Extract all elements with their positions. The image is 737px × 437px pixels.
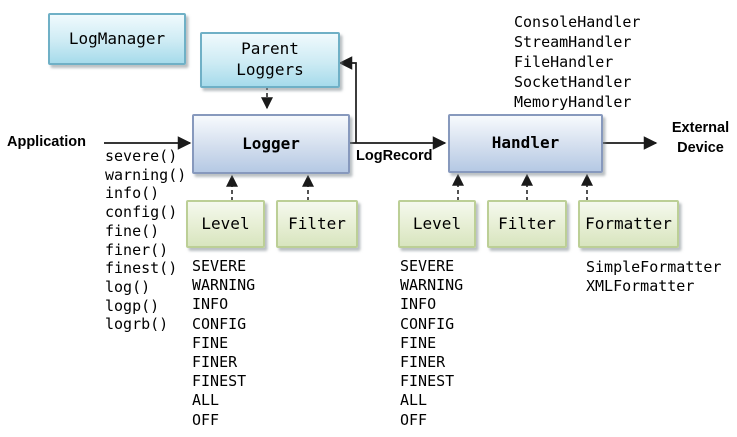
list-item: FINEST [400,372,455,391]
list-item: WARNING [192,276,256,295]
list-item: FINE [192,333,229,352]
list-item: SEVERE [192,257,247,275]
handler-box: Handler [448,114,603,173]
logrecord-label: LogRecord [356,148,433,164]
list-item: INFO [400,295,437,314]
list-item: FINEST [192,372,247,391]
list-item: FileHandler [514,53,614,71]
list-item: SEVERE [400,257,455,275]
handler-level-box: Level [398,200,476,248]
parent-loggers-box: Parent Loggers [200,32,340,88]
list-item: severe() [105,147,178,165]
list-item: StreamHandler [514,33,632,51]
list-item: FINER [192,353,238,372]
list-item: OFF [400,410,428,429]
application-label: Application [7,134,86,150]
list-item: logp() [105,296,160,315]
arrow-logger-to-parent-loggers [338,56,357,143]
list-item: warning() [105,165,187,184]
list-item: CONFIG [400,314,455,333]
list-item: WARNING [400,276,464,295]
list-item: MemoryHandler [514,93,632,111]
list-item: info() [105,184,160,203]
list-item: OFF [192,410,220,429]
list-item: FINER [400,353,446,372]
list-item: FINE [400,333,437,352]
formatter-box: Formatter [578,200,679,248]
logger-methods-list: severe()warning()info()config()fine()fin… [105,147,186,334]
logger-filter-box: Filter [276,200,358,248]
list-item: XMLFormatter [586,277,695,295]
list-item: SocketHandler [514,73,632,91]
list-item: config() [105,203,178,222]
list-item: logrb() [105,315,169,334]
list-item: SimpleFormatter [586,258,722,276]
handler-filter-box: Filter [487,200,567,248]
logger-box: Logger [192,114,350,174]
list-item: log() [105,277,151,296]
list-item: ALL [400,391,428,410]
logmanager-box: LogManager [48,13,186,65]
list-item: CONFIG [192,314,247,333]
list-item: ConsoleHandler [514,13,641,31]
list-item: fine() [105,221,160,240]
list-item: INFO [192,295,229,314]
external-device-label: External Device [671,120,730,156]
list-item: ALL [192,391,220,410]
list-item: finest() [105,259,178,278]
list-item: finer() [105,240,169,259]
logger-level-box: Level [186,200,265,248]
